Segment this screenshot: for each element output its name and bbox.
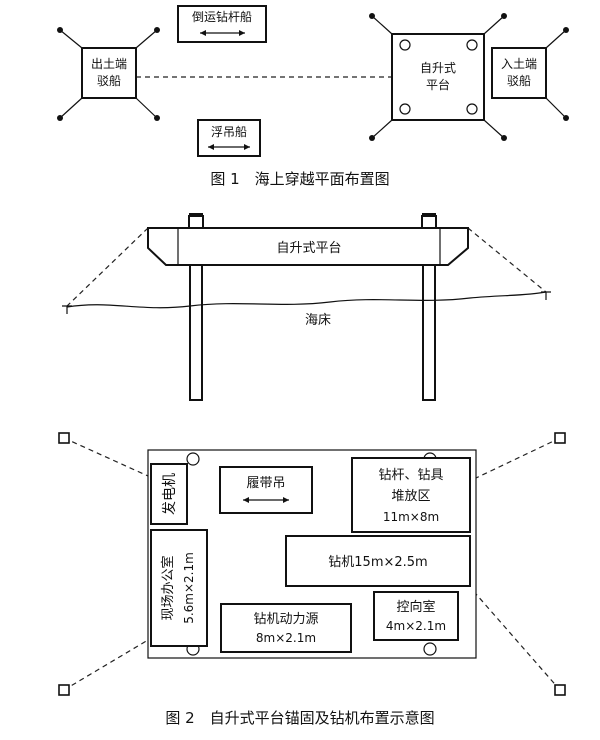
control-room: 控向室 4m×2.1m <box>373 591 459 641</box>
platform-plan: 自升式 平台 <box>369 13 507 141</box>
drill-rig: 钻机15m×2.5m <box>285 535 471 587</box>
pipe-barge-label: 倒运钻杆船 <box>192 9 252 24</box>
exit-barge-label-1: 出土端 <box>91 57 127 71</box>
site-office-label-2: 5.6m×2.1m <box>182 552 196 624</box>
figure-platform-elevation: 自升式平台 海床 <box>62 213 551 401</box>
platform-label-1: 自升式 <box>420 61 456 75</box>
pipe-transport-barge: 倒运钻杆船 <box>177 5 267 43</box>
leg-position <box>186 452 200 466</box>
pipe-storage-label-1: 钻杆、钻具 <box>378 468 443 483</box>
platform-hull <box>147 227 469 266</box>
rig-power-source: 钻机动力源 8m×2.1m <box>220 603 352 653</box>
control-room-label-2: 4m×2.1m <box>386 619 446 633</box>
anchor-icon <box>58 432 70 444</box>
exit-barge: 出土端 驳船 <box>57 27 160 121</box>
anchor-icon <box>58 684 70 696</box>
platform-elevation-label: 自升式平台 <box>276 241 341 256</box>
figure-2-rig-layout: 发电机 履带吊 钻杆、钻具 堆放区 11m×8m 钻机15m×2.5m 现场办公… <box>58 432 566 727</box>
site-office-label-1: 现场办公室 <box>160 555 176 620</box>
figure-1-caption: 图 1 海上穿越平面布置图 <box>210 170 389 188</box>
power-source-label-1: 钻机动力源 <box>253 612 318 627</box>
pipe-storage-label-3: 11m×8m <box>383 510 439 524</box>
site-office: 现场办公室 5.6m×2.1m <box>150 529 208 647</box>
seabed-line <box>66 291 547 309</box>
pipe-storage-area: 钻杆、钻具 堆放区 11m×8m <box>351 457 471 533</box>
entry-barge-label-1: 入土端 <box>501 57 537 71</box>
anchor-icon <box>554 432 566 444</box>
figure-1-plan-layout: 出土端 驳船 倒运钻杆船 浮吊船 <box>57 5 569 188</box>
crawler-crane: 履带吊 <box>219 466 313 514</box>
generator-label: 发电机 <box>162 473 178 515</box>
anchor-icon <box>62 305 72 314</box>
crane-barge-label: 浮吊船 <box>211 125 247 139</box>
control-room-label-1: 控向室 <box>396 599 435 615</box>
entry-barge-label-2: 驳船 <box>507 74 531 88</box>
pipe-storage-label-2: 堆放区 <box>391 489 430 504</box>
entry-barge: 入土端 驳船 <box>491 27 569 121</box>
leg-position <box>423 642 437 656</box>
crawler-crane-label: 履带吊 <box>246 476 285 491</box>
drill-rig-label: 钻机15m×2.5m <box>328 555 427 570</box>
power-source-label-2: 8m×2.1m <box>256 631 316 645</box>
seabed-label: 海床 <box>305 313 331 328</box>
floating-crane-barge: 浮吊船 <box>197 119 261 157</box>
anchor-icon <box>554 684 566 696</box>
platform-label-2: 平台 <box>426 77 450 92</box>
figure-2-caption: 图 2 自升式平台锚固及钻机布置示意图 <box>165 709 434 727</box>
exit-barge-label-2: 驳船 <box>97 74 121 88</box>
generator: 发电机 <box>150 463 188 525</box>
